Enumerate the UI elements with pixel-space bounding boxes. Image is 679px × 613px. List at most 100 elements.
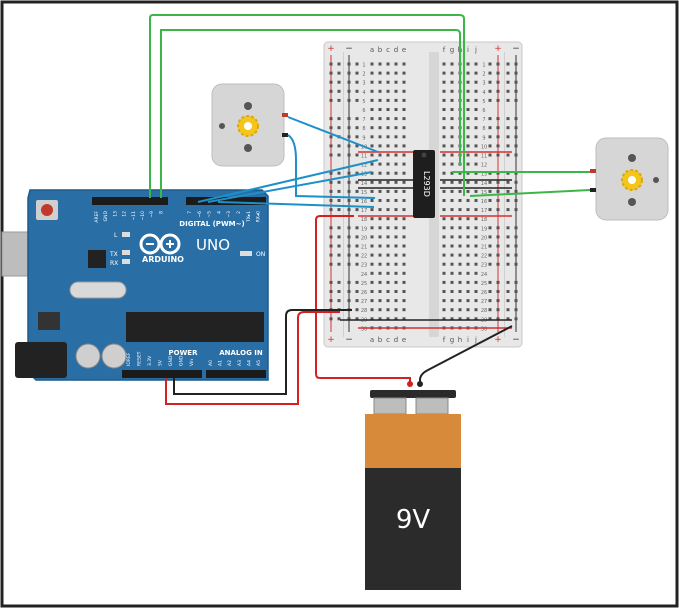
rail-hole[interactable] [496, 62, 500, 66]
rail-hole[interactable] [514, 180, 518, 184]
rail-hole[interactable] [347, 235, 351, 239]
breadboard-hole[interactable] [370, 235, 374, 239]
breadboard-hole[interactable] [402, 117, 406, 121]
rail-hole[interactable] [355, 135, 359, 139]
rail-hole[interactable] [488, 180, 492, 184]
rail-hole[interactable] [496, 180, 500, 184]
rail-hole[interactable] [347, 89, 351, 93]
rail-hole[interactable] [506, 226, 510, 230]
breadboard-hole[interactable] [442, 80, 446, 84]
breadboard-hole[interactable] [394, 208, 398, 212]
breadboard-hole[interactable] [474, 199, 478, 202]
rail-hole[interactable] [496, 153, 500, 157]
breadboard-hole[interactable] [394, 108, 398, 111]
rail-hole[interactable] [329, 299, 333, 303]
breadboard-hole[interactable] [474, 108, 478, 111]
breadboard-hole[interactable] [370, 171, 374, 175]
breadboard-hole[interactable] [466, 153, 470, 157]
blue-wire-pin6[interactable] [197, 159, 379, 203]
digital-header-left[interactable] [92, 197, 168, 205]
breadboard-hole[interactable] [450, 271, 454, 275]
rail-hole[interactable] [329, 62, 333, 66]
breadboard-hole[interactable] [370, 180, 374, 184]
breadboard-hole[interactable] [458, 271, 462, 275]
breadboard-hole[interactable] [450, 153, 454, 157]
breadboard-hole[interactable] [474, 80, 478, 84]
rail-hole[interactable] [337, 189, 341, 193]
breadboard-hole[interactable] [442, 180, 446, 184]
rail-hole[interactable] [514, 262, 518, 266]
breadboard-hole[interactable] [450, 208, 454, 212]
breadboard-hole[interactable] [442, 226, 446, 230]
rail-hole[interactable] [347, 80, 351, 84]
breadboard-hole[interactable] [450, 290, 454, 293]
rail-hole[interactable] [488, 317, 492, 321]
rail-hole[interactable] [337, 89, 341, 93]
breadboard-hole[interactable] [402, 308, 406, 312]
breadboard-hole[interactable] [450, 71, 454, 75]
breadboard-hole[interactable] [386, 199, 390, 202]
rail-hole[interactable] [337, 244, 341, 248]
rail-hole[interactable] [329, 280, 333, 284]
red-wire-battery-plus[interactable] [315, 215, 411, 384]
rail-hole[interactable] [506, 308, 510, 312]
rail-hole[interactable] [496, 280, 500, 284]
rail-hole[interactable] [347, 98, 351, 102]
breadboard-hole[interactable] [394, 299, 398, 303]
breadboard-hole[interactable] [378, 290, 382, 293]
rail-hole[interactable] [506, 280, 510, 284]
rail-hole[interactable] [347, 244, 351, 248]
rail-hole[interactable] [329, 180, 333, 184]
rail-hole[interactable] [488, 189, 492, 193]
rail-hole[interactable] [355, 299, 359, 303]
rail-hole[interactable] [514, 98, 518, 102]
breadboard-hole[interactable] [442, 98, 446, 102]
rail-hole[interactable] [496, 317, 500, 321]
breadboard-hole[interactable] [450, 299, 454, 303]
breadboard-hole[interactable] [370, 253, 374, 257]
rail-hole[interactable] [355, 317, 359, 321]
breadboard-hole[interactable] [386, 271, 390, 275]
power-header[interactable] [122, 370, 202, 378]
rail-hole[interactable] [496, 262, 500, 266]
breadboard-hole[interactable] [370, 162, 374, 166]
breadboard-hole[interactable] [370, 135, 374, 139]
breadboard-hole[interactable] [370, 108, 374, 111]
breadboard-hole[interactable] [402, 271, 406, 275]
rail-hole[interactable] [488, 226, 492, 230]
rail-hole[interactable] [337, 208, 341, 212]
breadboard-hole[interactable] [378, 62, 382, 66]
rail-hole[interactable] [488, 135, 492, 139]
rail-hole[interactable] [347, 171, 351, 175]
breadboard-hole[interactable] [442, 262, 446, 266]
breadboard-hole[interactable] [466, 271, 470, 275]
breadboard-hole[interactable] [450, 80, 454, 84]
rail-hole[interactable] [355, 199, 359, 202]
breadboard-hole[interactable] [450, 235, 454, 239]
rail-hole[interactable] [355, 308, 359, 312]
breadboard-hole[interactable] [442, 280, 446, 284]
red-wire-5v[interactable] [165, 311, 340, 405]
blue-wire-motor-left-b[interactable] [287, 134, 376, 199]
breadboard-hole[interactable] [402, 71, 406, 75]
breadboard-hole[interactable] [458, 217, 462, 221]
rail-hole[interactable] [514, 89, 518, 93]
rail-hole[interactable] [355, 117, 359, 121]
rail-hole[interactable] [514, 153, 518, 157]
breadboard-hole[interactable] [450, 162, 454, 166]
rail-hole[interactable] [514, 71, 518, 75]
breadboard-hole[interactable] [378, 244, 382, 248]
breadboard-hole[interactable] [466, 126, 470, 130]
rail-hole[interactable] [355, 153, 359, 157]
breadboard-hole[interactable] [402, 253, 406, 257]
breadboard-hole[interactable] [474, 280, 478, 284]
rail-hole[interactable] [329, 226, 333, 230]
breadboard-hole[interactable] [386, 280, 390, 284]
rail-hole[interactable] [514, 135, 518, 139]
black-wire-battery-minus[interactable] [419, 325, 513, 384]
breadboard-hole[interactable] [386, 235, 390, 239]
breadboard-hole[interactable] [386, 98, 390, 102]
rail-hole[interactable] [506, 71, 510, 75]
breadboard-hole[interactable] [474, 208, 478, 212]
rail-hole[interactable] [506, 262, 510, 266]
